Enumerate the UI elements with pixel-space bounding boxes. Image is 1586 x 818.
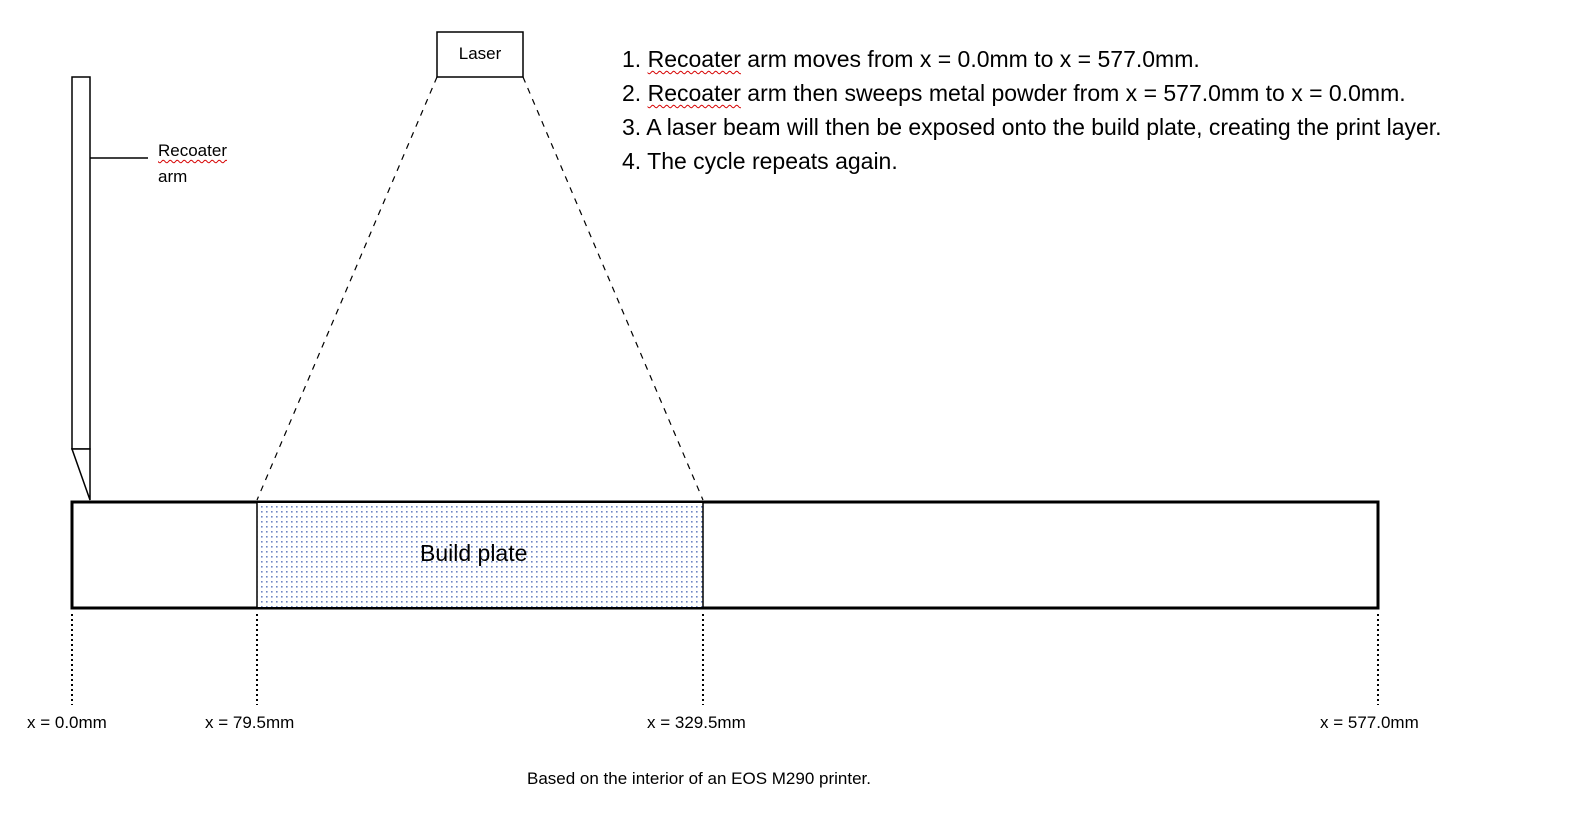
steps-list: 1. Recoater arm moves from x = 0.0mm to …: [622, 42, 1442, 178]
position-label-x0: x = 0.0mm: [27, 713, 107, 732]
position-label-x1: x = 79.5mm: [205, 713, 295, 732]
position-label-x2: x = 329.5mm: [647, 713, 746, 732]
step-2: 2. Recoater arm then sweeps metal powder…: [622, 76, 1442, 110]
step-2-text: arm then sweeps metal powder from x = 57…: [740, 80, 1406, 106]
laser-beam-left-edge: [256, 76, 438, 501]
footer-note: Based on the interior of an EOS M290 pri…: [527, 769, 871, 788]
step-1: 1. Recoater arm moves from x = 0.0mm to …: [622, 42, 1442, 76]
step-2-word: Recoater: [647, 80, 741, 106]
recoater-arm-label: Recoater arm: [158, 138, 227, 190]
position-label-x3: x = 577.0mm: [1320, 713, 1419, 732]
recoater-arm-label-line2: arm: [158, 167, 188, 186]
recoater-arm-shaft: [71, 76, 91, 450]
step-4: 4. The cycle repeats again.: [622, 148, 898, 174]
step-1-number: 1.: [622, 46, 642, 72]
build-plate-label: Build plate: [420, 540, 528, 566]
step-1-text: arm moves from x = 0.0mm to x = 577.0mm.: [740, 46, 1200, 72]
build-plate: [257, 503, 703, 607]
laser-beam-right-edge: [522, 76, 704, 501]
step-2-number: 2.: [622, 80, 642, 106]
recoater-arm-blade: [70, 448, 91, 501]
laser-box: [436, 31, 524, 78]
laser-label: Laser: [458, 44, 502, 63]
step-1-word: Recoater: [647, 46, 741, 72]
step-3: 3. A laser beam will then be exposed ont…: [622, 114, 1442, 140]
recoater-arm-label-line1: Recoater: [158, 141, 227, 160]
